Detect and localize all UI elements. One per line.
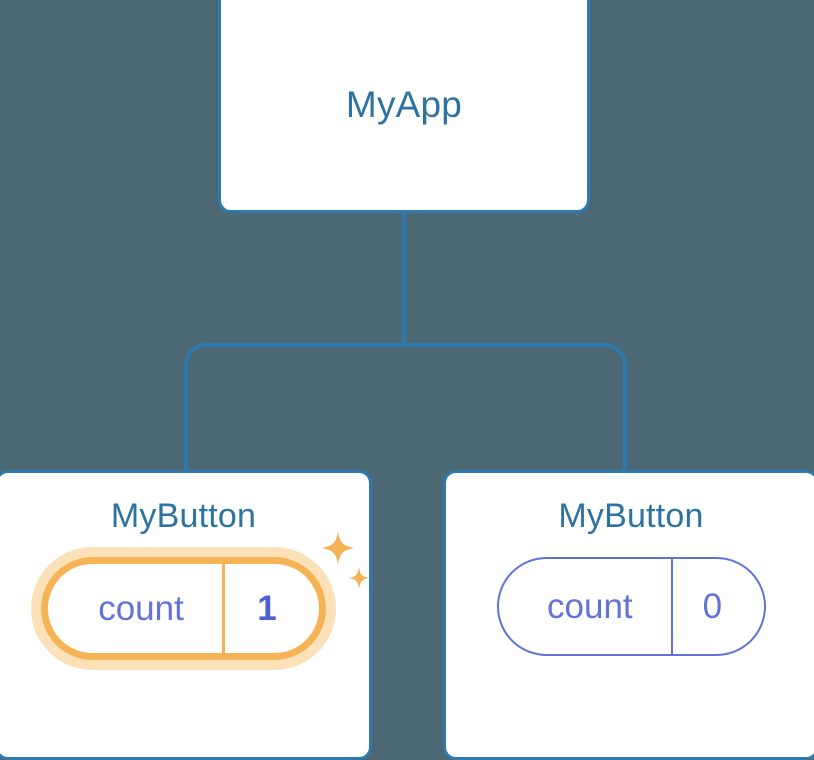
edge-branch-to-right-child	[404, 343, 627, 474]
sparkle-icon	[322, 531, 369, 589]
state-value-cell-right: 0	[673, 559, 763, 654]
node-mybutton-left-title: MyButton	[110, 497, 257, 535]
state-pill-left-wrapper: count 1	[31, 531, 369, 670]
edge-connectors	[184, 210, 627, 474]
state-key-cell-left: count	[48, 564, 225, 653]
state-value-label-right: 0	[702, 586, 723, 626]
state-value-label-left: 1	[257, 588, 277, 628]
node-myapp-title: MyApp	[345, 84, 463, 125]
state-pill-left[interactable]: count 1	[41, 557, 326, 660]
state-key-cell-right: count	[499, 559, 674, 654]
state-pill-right[interactable]: count 0	[496, 557, 766, 656]
state-key-label-right: count	[547, 586, 633, 626]
sparkle-small-icon	[349, 567, 369, 589]
node-mybutton-left[interactable]: MyButton count 1	[0, 470, 372, 760]
edge-branch-to-left-child	[184, 343, 404, 474]
sparkle-large-icon	[322, 531, 354, 565]
state-highlight-glow	[31, 547, 336, 670]
node-mybutton-right-title: MyButton	[558, 497, 704, 535]
state-value-cell-left: 1	[225, 564, 319, 653]
state-pill-right-wrapper: count 0	[496, 557, 766, 656]
state-key-label-left: count	[98, 588, 184, 628]
node-mybutton-right[interactable]: MyButton count 0	[443, 470, 814, 760]
node-myapp[interactable]: MyApp	[218, 0, 590, 213]
